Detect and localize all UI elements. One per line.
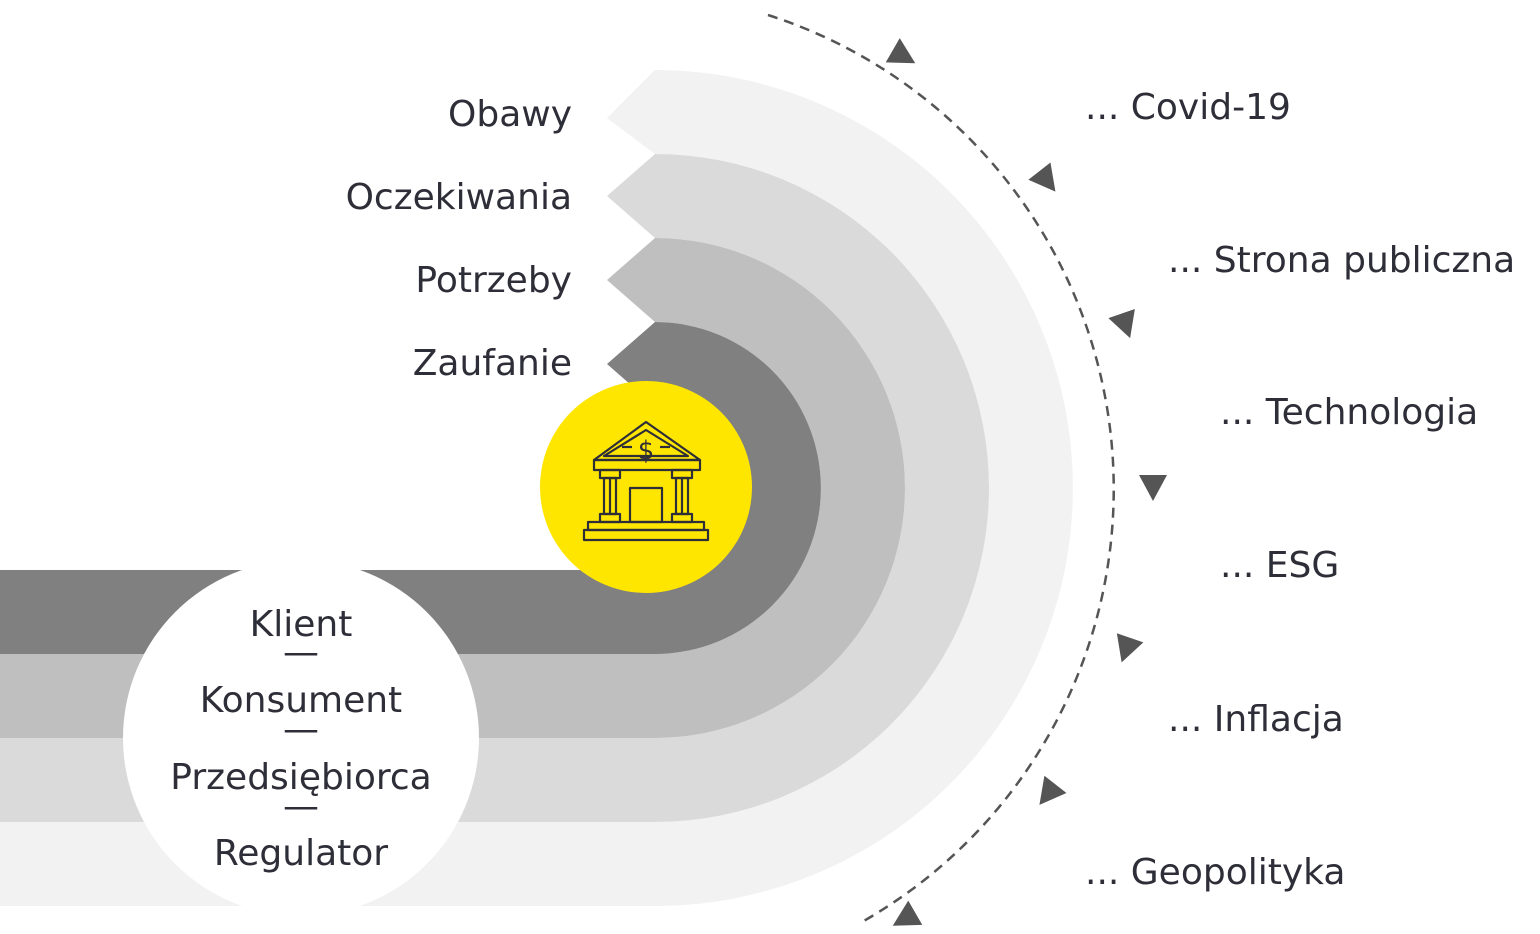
layer-label-potrzeby: Potrzeby [415,260,572,301]
bank-icon: $ [582,420,710,542]
layer-labels: Obawy Oczekiwania Potrzeby Zaufanie [346,94,572,384]
bank-badge: $ [540,381,752,593]
factor-technologia: ... Technologia [1220,392,1478,433]
dashed-arc [767,13,1115,924]
layer-label-zaufanie: Zaufanie [413,343,572,384]
arrowhead-1 [885,38,916,64]
role-separator-3: — [283,786,319,827]
svg-text:$: $ [638,436,655,466]
factor-covid: ... Covid-19 [1085,87,1291,128]
arrowhead-4 [1139,475,1167,501]
factor-geopolityka: ... Geopolityka [1085,852,1345,893]
layer-label-obawy: Obawy [448,94,572,135]
arrowhead-6 [1039,775,1067,805]
arrowhead-3 [1108,309,1135,339]
role-przedsiebiorca: Przedsiębiorca [170,757,431,798]
role-separator-1: — [283,632,319,673]
factor-strona-publiczna: ... Strona publiczna [1168,240,1515,281]
arrowhead-7 [892,900,923,926]
external-factors-arc [767,13,1167,926]
white-circle [123,560,479,916]
factor-esg: ... ESG [1220,545,1339,586]
factor-inflacja: ... Inflacja [1168,699,1344,740]
arrowheads [885,38,1167,926]
role-regulator: Regulator [214,833,388,874]
factor-labels: ... Covid-19 ... Strona publiczna ... Te… [1085,87,1515,893]
layer-label-oczekiwania: Oczekiwania [346,177,572,218]
arrowhead-5 [1116,633,1144,663]
band-obawy [0,70,1073,906]
band-potrzeby [0,238,905,738]
roles-circle: Klient — Konsument — Przedsiębiorca — Re… [123,560,479,916]
role-konsument: Konsument [200,680,402,721]
arrowhead-2 [1028,162,1056,192]
band-oczekiwania [0,154,989,822]
role-klient: Klient [250,604,353,645]
role-separator-2: — [283,709,319,750]
